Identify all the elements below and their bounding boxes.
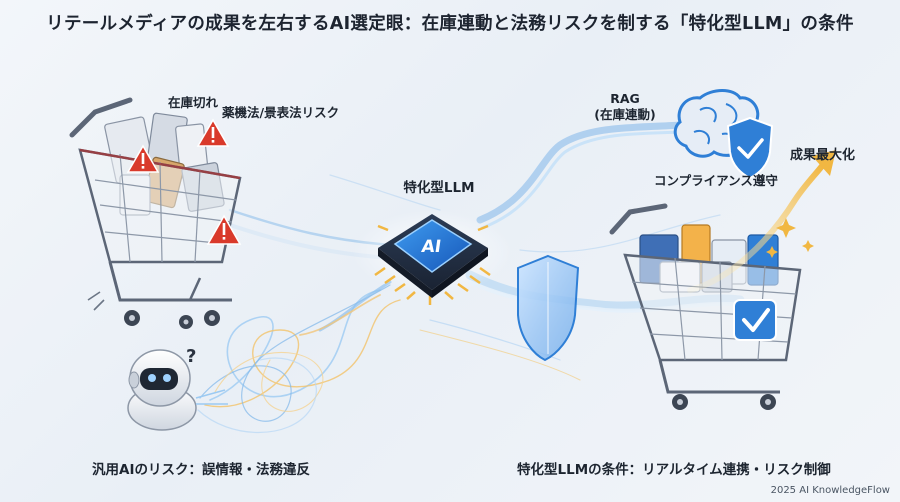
label-specialized-llm: 特化型LLM	[403, 180, 475, 196]
page-title: リテールメディアの成果を左右するAI選定眼：在庫連動と法務リスクを制する「特化型…	[46, 14, 854, 34]
question-mark: ?	[186, 346, 196, 367]
chip-text: AI	[420, 237, 442, 257]
warning-icon	[126, 144, 160, 173]
label-stockout: 在庫切れ	[168, 95, 219, 110]
caption-specialized-llm: 特化型LLMの条件：リアルタイム連携・リスク制御	[517, 462, 831, 478]
label-rag: RAG (在庫連動)	[594, 91, 656, 122]
footer-credit: 2025 AI KnowledgeFlow	[770, 485, 890, 496]
growth-arrow-icon	[687, 150, 836, 293]
check-shield-icon	[726, 116, 774, 180]
label-compliance: コンプライアンス遵守	[654, 173, 778, 188]
label-result: 成果最大化	[790, 148, 856, 163]
left-shopping-cart	[69, 97, 242, 329]
llm-chip-icon: AI	[352, 210, 512, 305]
caption-generic-ai: 汎用AIのリスク：誤情報・法務違反	[92, 462, 310, 478]
warning-icon	[206, 214, 242, 245]
shield-icon	[517, 254, 580, 362]
warning-icon	[196, 118, 230, 147]
robot-icon	[127, 349, 228, 431]
label-legal-risk: 薬機法/景表法リスク	[222, 105, 340, 120]
checkbox-check-icon	[733, 299, 777, 341]
